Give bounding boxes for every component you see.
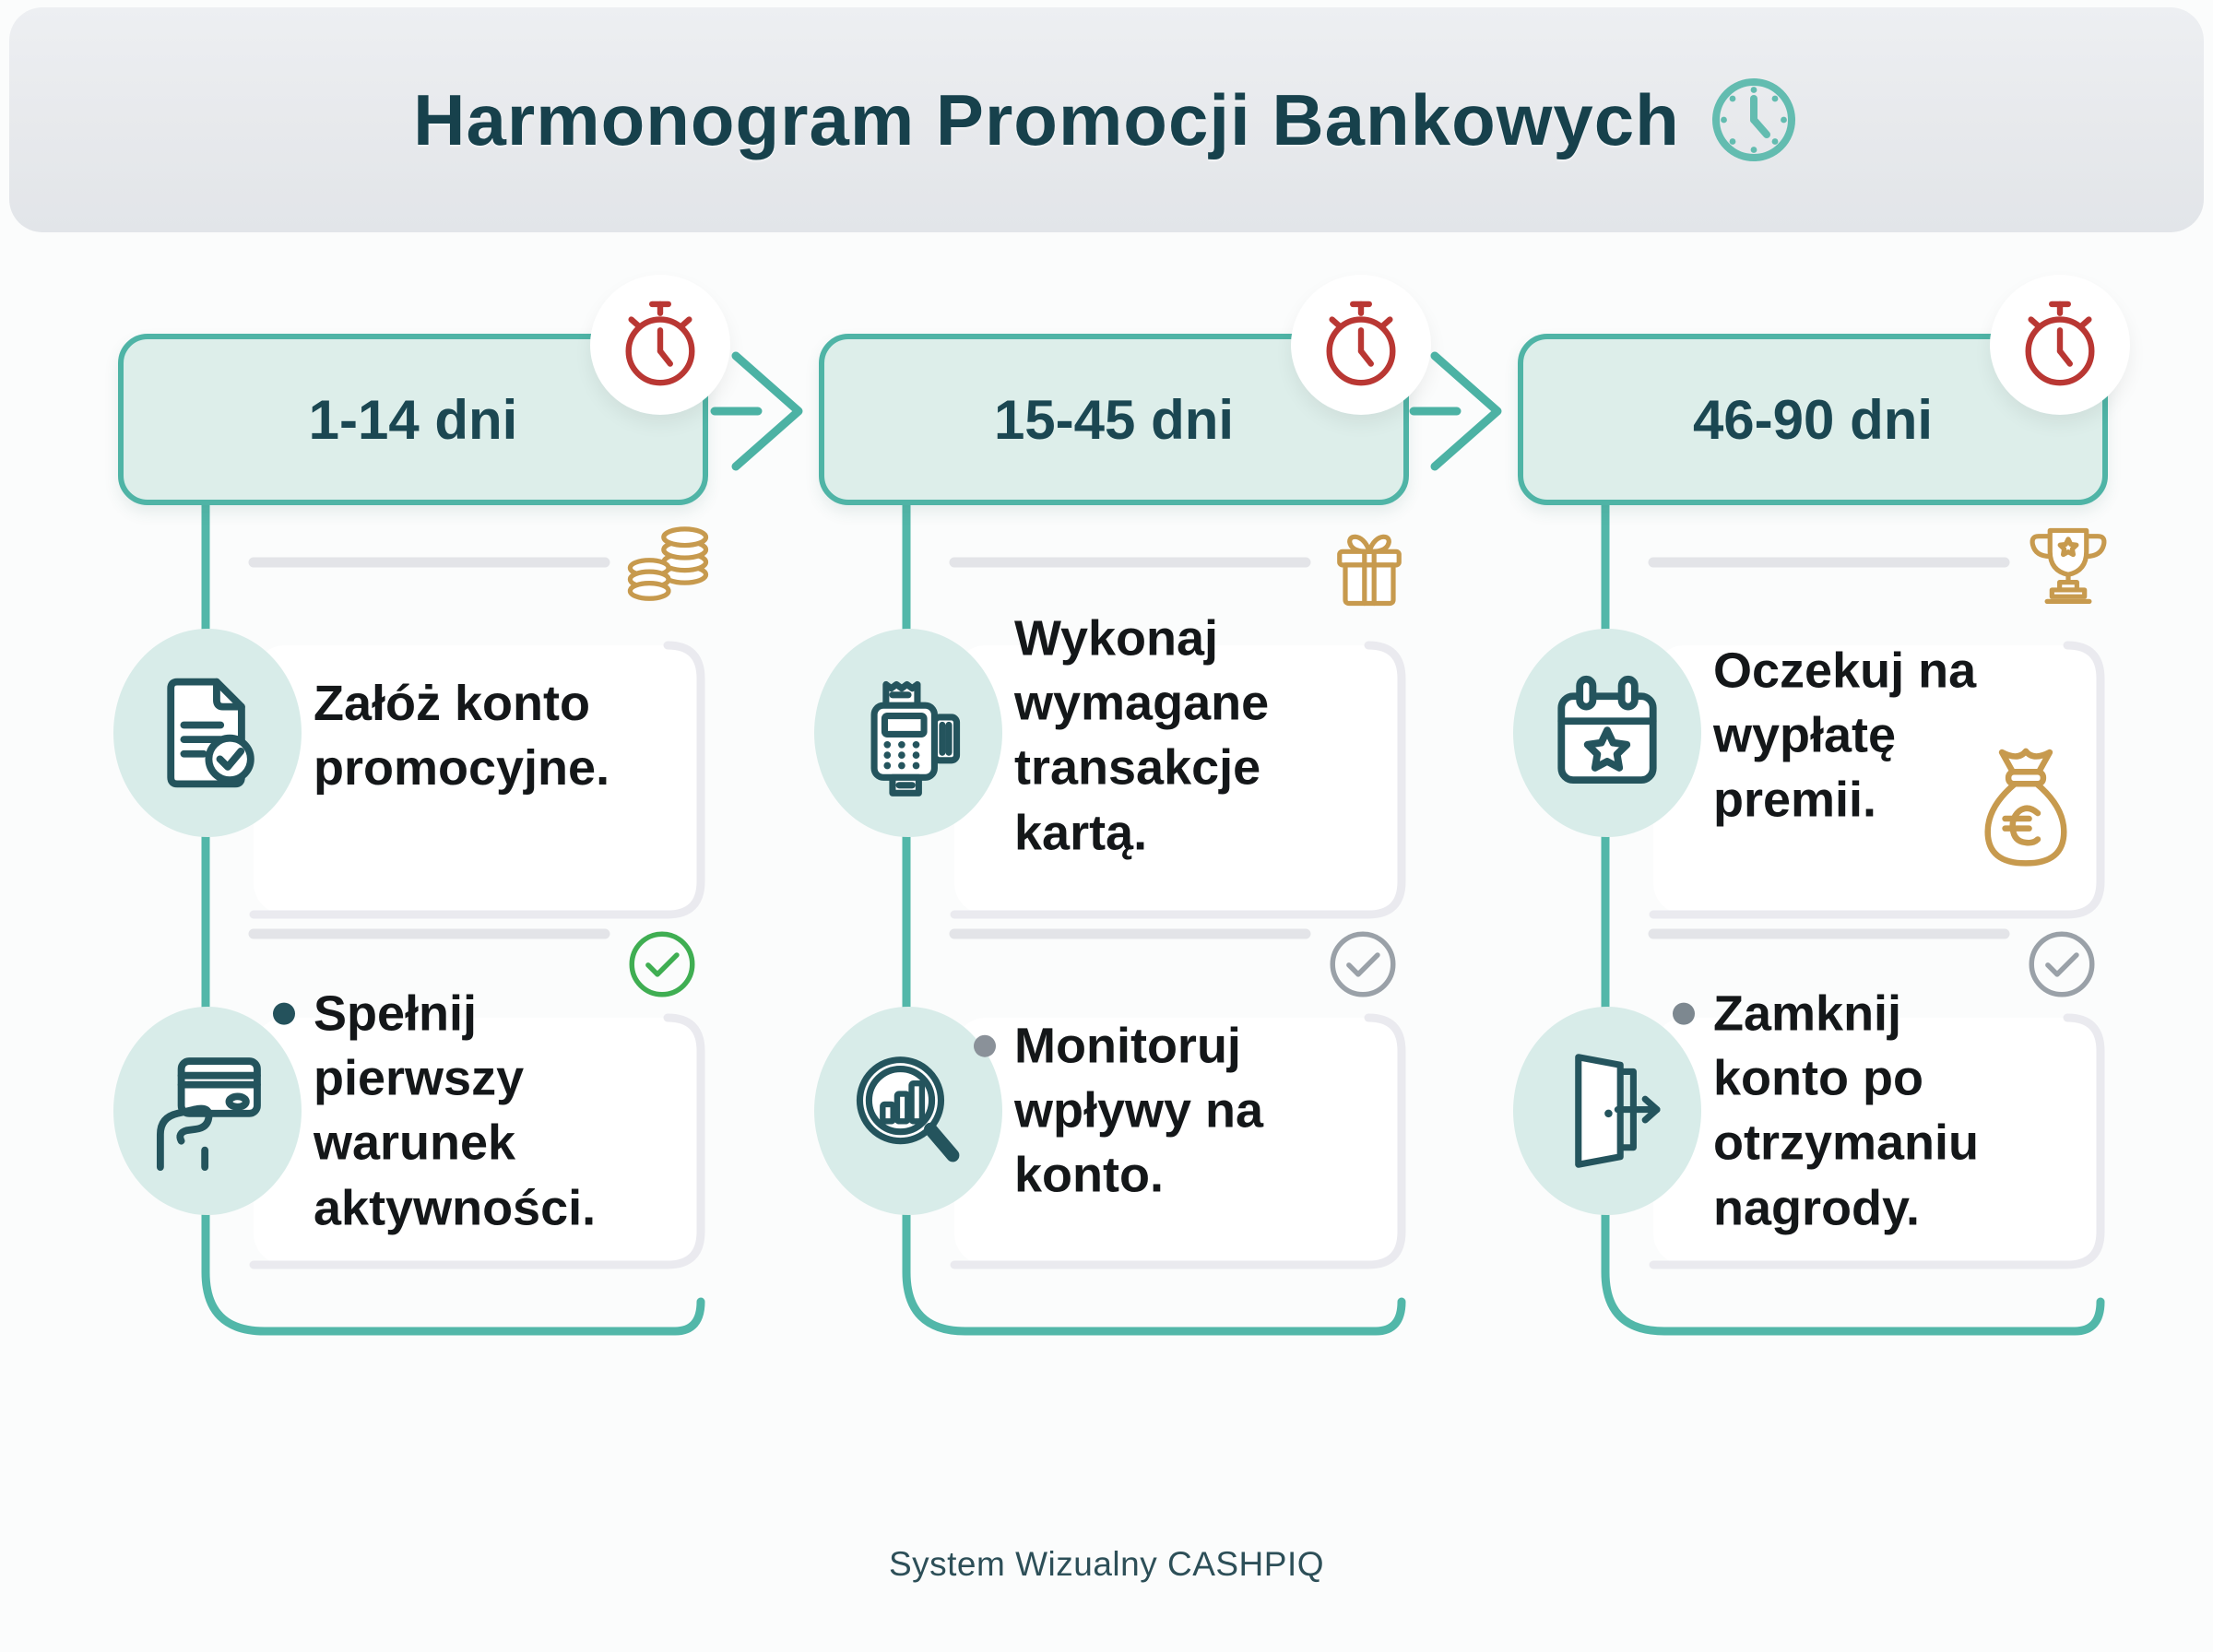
hand-card-icon (113, 1007, 302, 1215)
task-text: Wykonaj wymagane transakcje kartą. (1014, 610, 1270, 861)
task-item: Zamknij konto po otrzymaniu nagrody. (1673, 982, 2064, 1241)
phase-label: 15-45 dni (993, 388, 1235, 451)
phase-label: 1-14 dni (308, 388, 518, 451)
door-exit-icon (1513, 1007, 1701, 1215)
task-text: Monitoruj wpływy na konto. (1014, 1018, 1264, 1204)
task-text: Zamknij konto po otrzymaniu nagrody. (1713, 985, 1980, 1236)
check-circle-icon (1324, 926, 1402, 1003)
bullet-dot (1673, 1002, 1695, 1025)
phase-label: 46-90 dni (1692, 388, 1934, 451)
task-text: Spełnij pierwszy warunek aktywności. (314, 985, 597, 1236)
title-bar: Harmonogram Promocji Bankowych (9, 7, 2204, 232)
stopwatch-icon (1990, 275, 2130, 415)
page-title: Harmonogram Promocji Bankowych (413, 78, 1680, 160)
bullet-dot (974, 1034, 996, 1057)
footer-text: System Wizualny CASHPIQ (888, 1545, 1325, 1583)
money-bag-icon (1971, 741, 2080, 878)
pos-terminal-icon (814, 629, 1002, 837)
task-text: Załóż konto promocyjne. (314, 675, 610, 796)
document-check-icon (113, 629, 302, 837)
task-item: Wykonaj wymagane transakcje kartą. (1014, 607, 1365, 866)
coins-icon (621, 520, 716, 616)
stopwatch-icon (590, 275, 730, 415)
phase-column-3: 46-90 dni Oczekuj na wypłatę premii. Zam… (1513, 0, 2130, 1652)
task-item: Oczekuj na wypłatę premii. (1713, 639, 2064, 833)
phase-column-2: 15-45 dni Wykonaj wymagane transakcje ka… (814, 0, 1431, 1652)
task-item: Załóż konto promocyjne. (314, 671, 664, 800)
gift-icon (1321, 520, 1417, 616)
magnifier-chart-icon (814, 1007, 1002, 1215)
footer: System Wizualny CASHPIQ (0, 1545, 2213, 1584)
bullet-dot (273, 1002, 295, 1025)
phase-header-2: 15-45 dni (819, 334, 1409, 505)
calendar-star-icon (1513, 629, 1701, 837)
phase-header-1: 1-14 dni (118, 334, 708, 505)
arrow-right-icon (710, 343, 813, 479)
trophy-icon (2020, 520, 2116, 616)
task-item: Spełnij pierwszy warunek aktywności. (273, 982, 664, 1241)
phase-column-1: 1-14 dni Załóż konto promocyjne. Spełnij… (113, 0, 730, 1652)
stopwatch-icon (1291, 275, 1431, 415)
arrow-right-icon (1409, 343, 1512, 479)
task-item: Monitoruj wpływy na konto. (974, 1014, 1365, 1209)
task-text: Oczekuj na wypłatę premii. (1713, 643, 1977, 829)
